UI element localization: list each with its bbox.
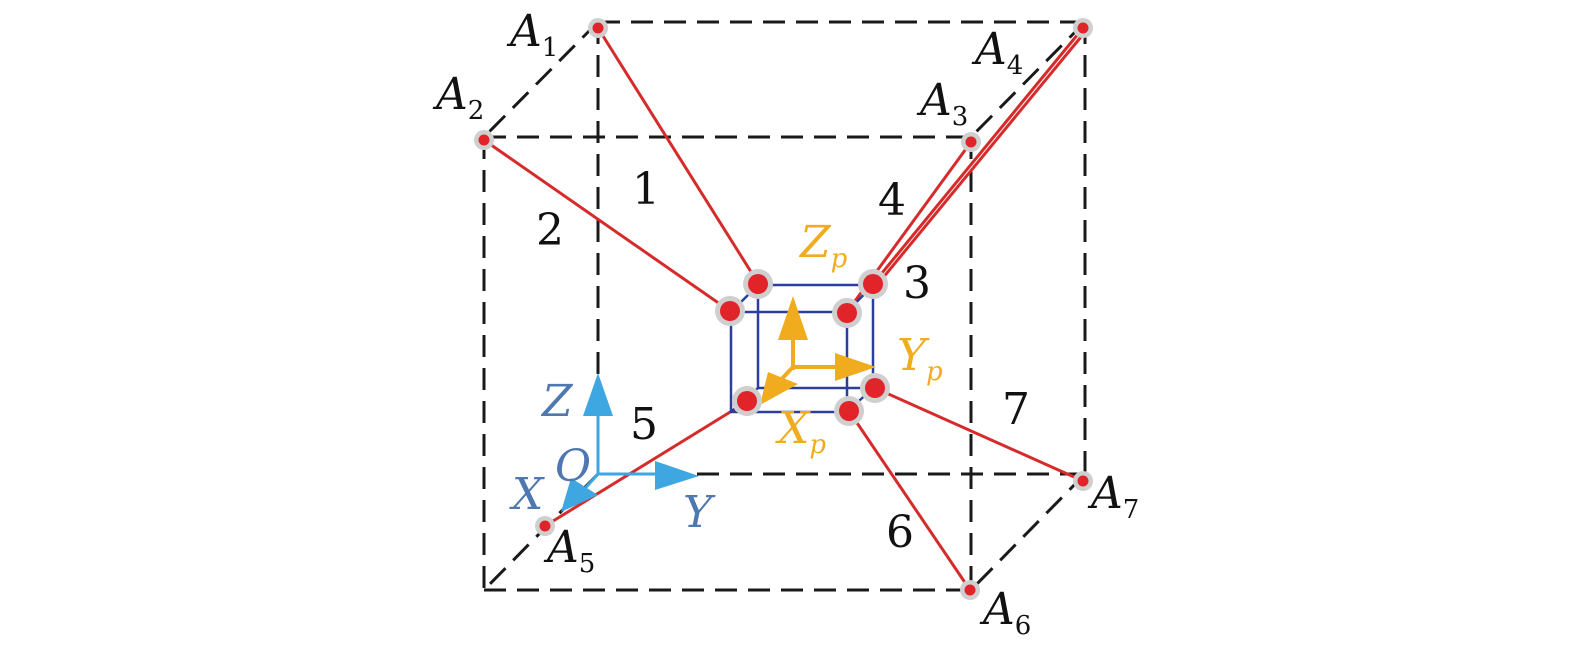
base-z-arrowhead: [583, 373, 613, 416]
anchor-labels: A1 A2 A3 A4 A5 A6 A7: [432, 6, 1139, 641]
platform-frame-labels: Zp Yp Xp: [775, 217, 943, 460]
frame-edge: [482, 20, 600, 139]
cable-number-1: 1: [632, 164, 660, 215]
base-origin-label: O: [555, 441, 591, 492]
anchor-label-3: A3: [916, 75, 968, 132]
anchor-point-1: [588, 18, 608, 38]
anchor-label-5: A5: [543, 522, 595, 579]
cable-number-2: 2: [536, 205, 564, 256]
frame-edge: [969, 472, 1087, 592]
anchor-label-4: A4: [971, 24, 1023, 81]
platform-y-arrowhead: [835, 353, 876, 381]
platform-joint-2: [715, 296, 745, 326]
base-x-label: X: [509, 469, 545, 520]
cable-5: [544, 399, 749, 528]
cable-4b: [866, 31, 1087, 297]
cable-number-4: 4: [878, 175, 906, 226]
platform-joint-3: [832, 298, 862, 328]
platform-joint-5: [732, 386, 762, 416]
cable-6: [847, 410, 972, 591]
platform-joint-1: [743, 269, 773, 299]
anchor-point-3: [961, 132, 981, 152]
platform-x-arrowhead: [760, 372, 798, 405]
anchor-point-5: [535, 516, 555, 536]
base-z-label: Z: [540, 376, 574, 427]
platform-joint-7: [860, 373, 890, 403]
base-axes: [561, 373, 699, 512]
cable-number-5: 5: [630, 399, 658, 450]
cable-1: [596, 27, 760, 284]
base-y-label: Y: [683, 487, 716, 538]
platform-joint-4: [858, 269, 888, 299]
cable-number-7: 7: [1002, 384, 1030, 435]
cables: [483, 27, 1087, 591]
cable-number-6: 6: [886, 507, 914, 558]
platform-x-label: Xp: [775, 403, 826, 460]
cable-2: [483, 138, 731, 313]
platform-z-arrowhead: [778, 296, 808, 340]
anchor-label-7: A7: [1087, 468, 1139, 525]
platform-joint-6: [834, 396, 864, 426]
anchor-label-1: A1: [506, 6, 558, 63]
platform-axes: [760, 296, 876, 405]
anchor-label-2: A2: [432, 69, 484, 126]
platform-z-label: Zp: [798, 217, 848, 274]
cable-number-3: 3: [903, 258, 931, 309]
cable-numbers: 1 2 3 4 5 6 7: [536, 164, 1030, 558]
base-y-arrowhead: [655, 461, 699, 490]
anchor-point-4: [1073, 18, 1093, 38]
anchor-point-7: [1073, 471, 1093, 491]
anchor-point-2: [474, 130, 494, 150]
anchor-label-6: A6: [979, 584, 1031, 641]
frame-edge: [969, 20, 1087, 139]
platform-y-label: Yp: [897, 330, 943, 387]
base-frame-labels: O Z X Y: [509, 376, 716, 538]
anchor-point-6: [960, 580, 980, 600]
platform-joints: [715, 269, 890, 426]
outer-frame: [482, 20, 1087, 592]
anchor-joints: [474, 18, 1093, 600]
cable-7: [874, 386, 1084, 483]
cable-4a: [871, 27, 1085, 285]
base-x-arrowhead: [561, 478, 598, 512]
